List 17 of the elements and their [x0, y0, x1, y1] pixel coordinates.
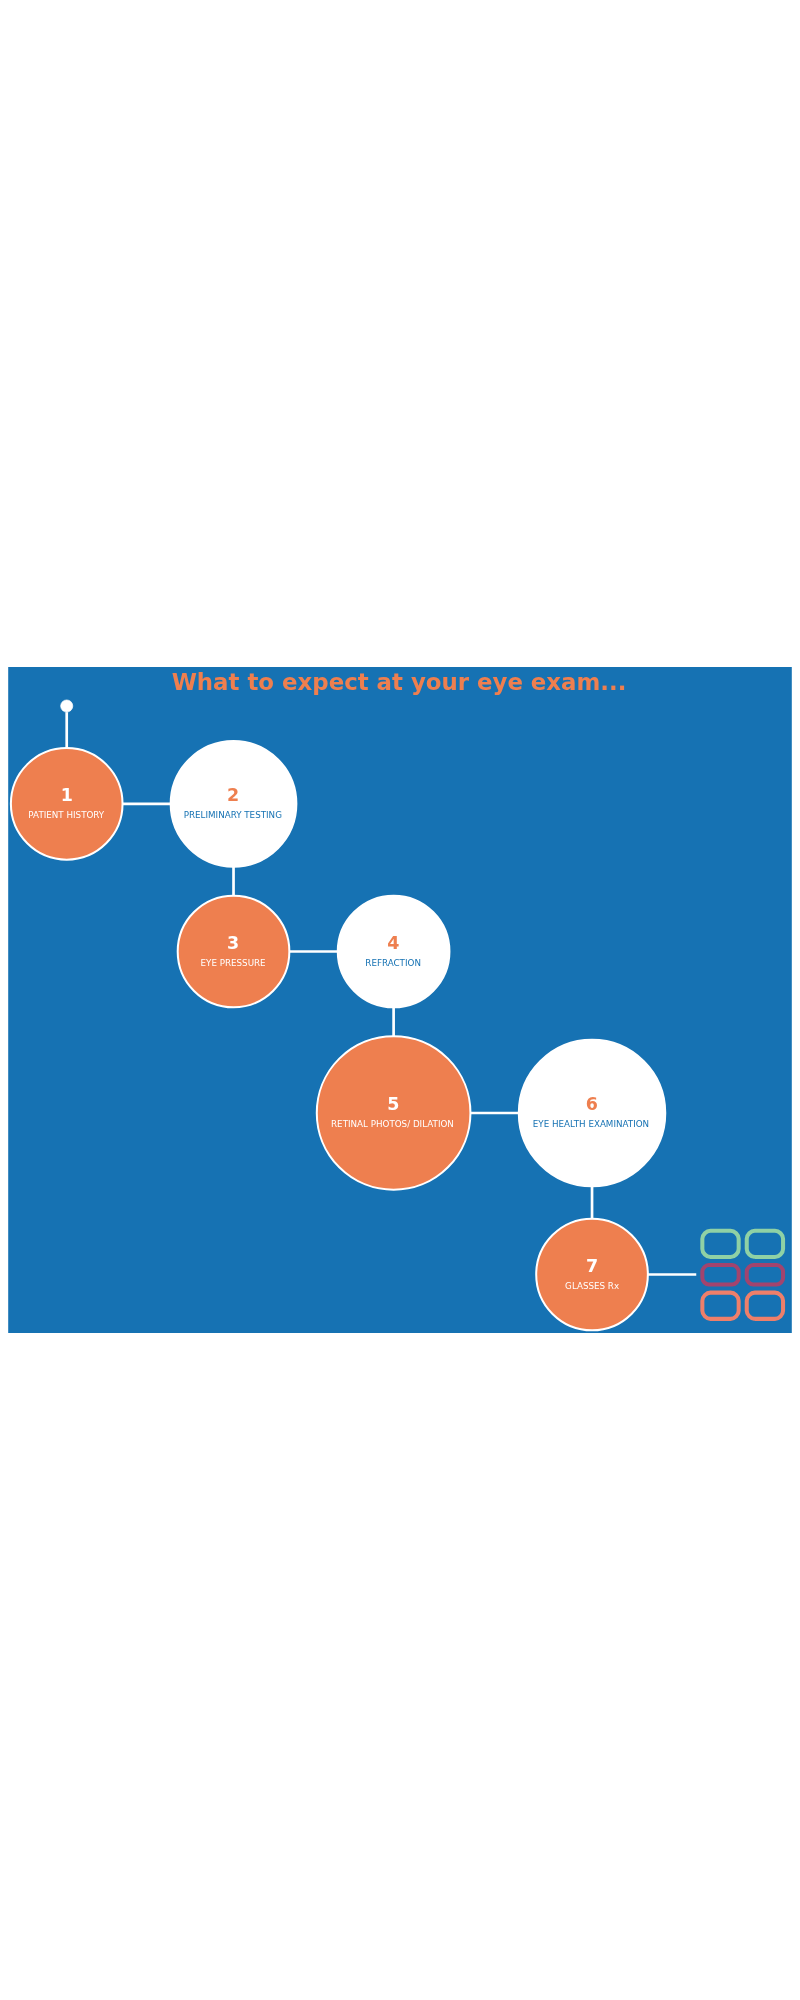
- connector: [647, 1273, 697, 1276]
- node-circle: 4 REFRACTION: [336, 894, 451, 1009]
- node-circle: 2 PRELIMINARY TESTING: [169, 740, 298, 868]
- connector: [392, 1007, 395, 1037]
- connector: [470, 1111, 519, 1115]
- connector: [65, 712, 69, 748]
- node-circle: 1 PATIENT HISTORY: [9, 747, 124, 861]
- node-circle: 6 EYE HEALTH EXAMINATION: [517, 1038, 667, 1188]
- node-circle: 5 RETINAL PHOTOS/ DILATION: [315, 1035, 472, 1191]
- connector: [289, 950, 338, 953]
- connector: [122, 802, 171, 806]
- node-circle: 7 GLASSES Rx: [535, 1217, 649, 1332]
- diagram-title: What to expect at your eye exam...: [171, 669, 627, 695]
- node-circle: 3 EYE PRESSURE: [176, 894, 291, 1009]
- connector: [232, 866, 235, 896]
- node-circle: [60, 699, 74, 713]
- connector: [590, 1186, 594, 1219]
